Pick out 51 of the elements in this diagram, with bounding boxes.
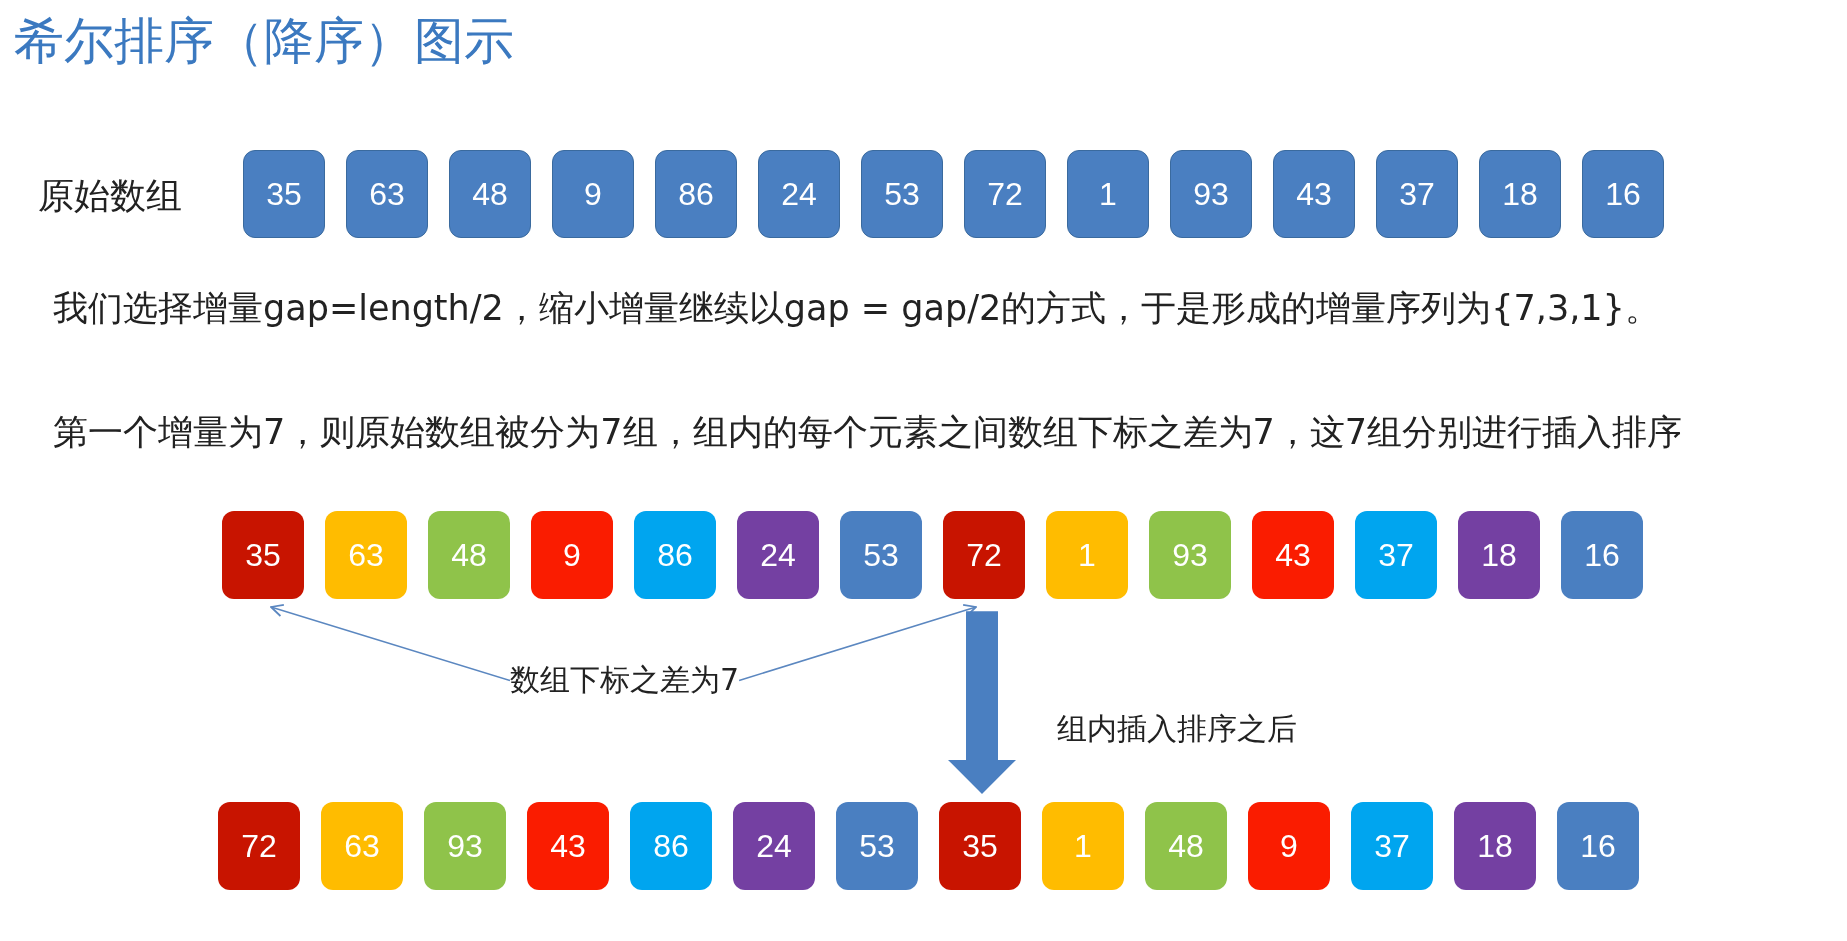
number-box: 24 [758,150,840,238]
number-box: 18 [1454,802,1536,890]
number-box: 37 [1351,802,1433,890]
down-block-arrow [948,611,1016,794]
number-box: 37 [1355,511,1437,599]
number-box: 24 [733,802,815,890]
number-box: 86 [634,511,716,599]
annotation-text: 数组下标之差为7 [506,660,744,701]
number-box: 16 [1582,150,1664,238]
row-label: 原始数组 [38,174,182,218]
number-box: 63 [346,150,428,238]
number-box: 72 [964,150,1046,238]
description-text: 第一个增量为7，则原始数组被分为7组，组内的每个元素之间数组下标之差为7，这7组分别进行插入排序 [53,411,1683,454]
number-box: 9 [531,511,613,599]
number-box: 72 [943,511,1025,599]
number-box: 48 [1145,802,1227,890]
edge-label: 组内插入排序之后 [1057,709,1297,748]
number-box: 86 [630,802,712,890]
number-box: 35 [222,511,304,599]
arrow [738,604,977,682]
number-box: 18 [1458,511,1540,599]
number-box: 16 [1557,802,1639,890]
number-box: 43 [527,802,609,890]
number-box: 18 [1479,150,1561,238]
number-box: 53 [840,511,922,599]
number-box: 93 [424,802,506,890]
number-box: 63 [321,802,403,890]
description-text: 我们选择增量gap=length/2，缩小增量继续以gap = gap/2的方式，于是形成的增量序列为{7,3,1}。 [53,287,1660,330]
number-box: 1 [1067,150,1149,238]
number-box: 35 [243,150,325,238]
number-box: 43 [1273,150,1355,238]
number-box: 24 [737,511,819,599]
number-box: 1 [1046,511,1128,599]
number-box: 93 [1170,150,1252,238]
number-box: 63 [325,511,407,599]
number-box: 37 [1376,150,1458,238]
number-box: 48 [428,511,510,599]
number-box: 9 [552,150,634,238]
number-box: 86 [655,150,737,238]
number-box: 93 [1149,511,1231,599]
title: 希尔排序（降序）图示 [14,11,514,72]
number-box: 53 [836,802,918,890]
number-box: 1 [1042,802,1124,890]
number-box: 16 [1561,511,1643,599]
number-box: 72 [218,802,300,890]
number-box: 43 [1252,511,1334,599]
number-box: 53 [861,150,943,238]
number-box: 48 [449,150,531,238]
number-box: 9 [1248,802,1330,890]
arrow [270,604,511,682]
number-box: 35 [939,802,1021,890]
